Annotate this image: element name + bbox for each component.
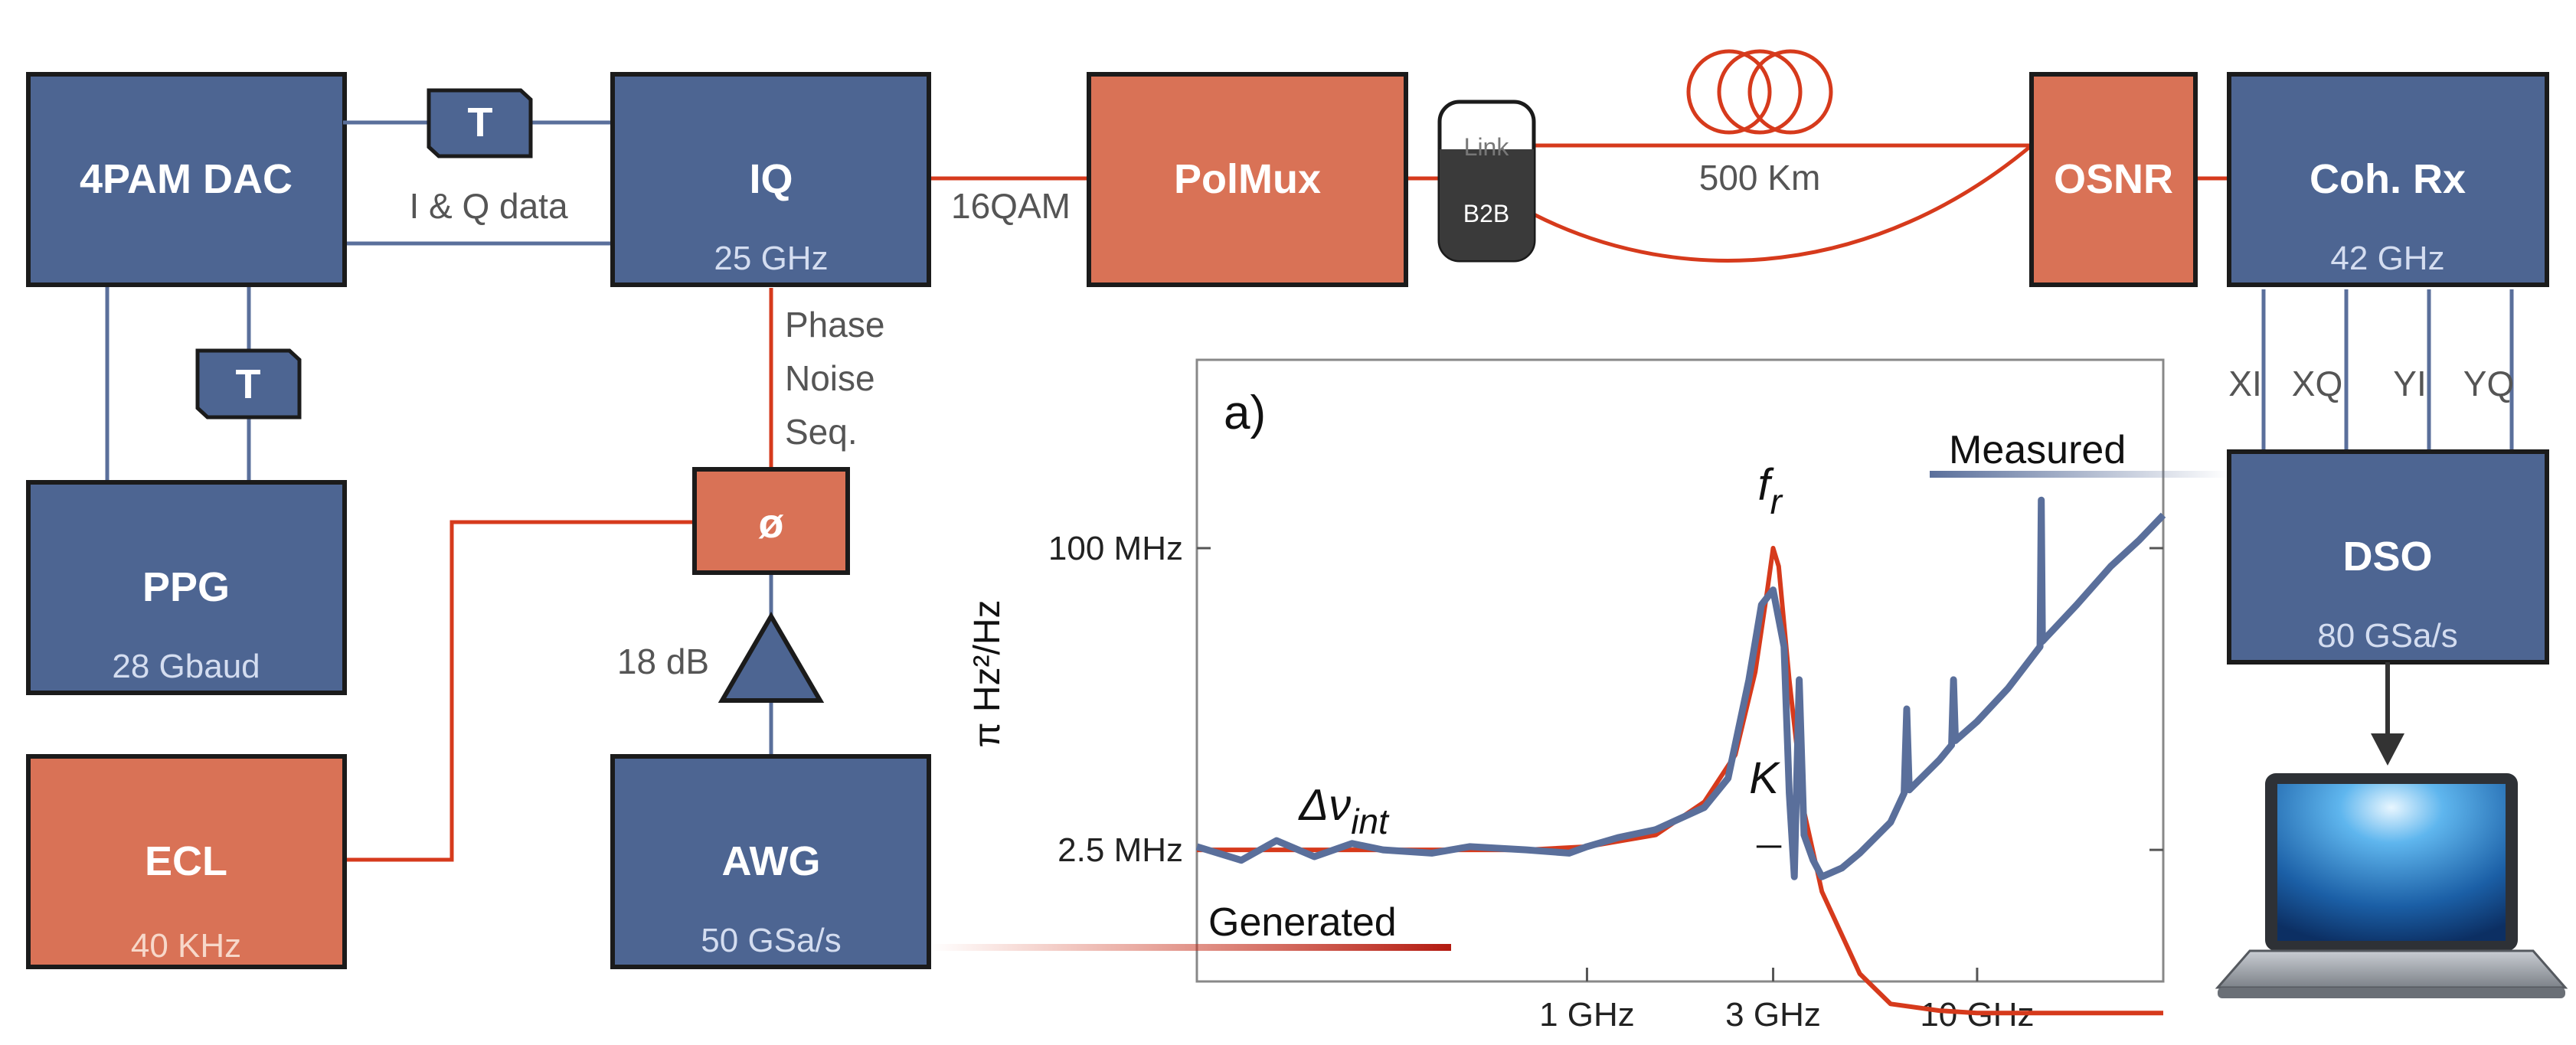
modulation-label: 16QAM (951, 186, 1071, 226)
yq-label: YQ (2463, 364, 2514, 403)
block-iq-modulator: IQ 25 GHz (610, 72, 931, 287)
switch-link-label: Link (1464, 133, 1510, 161)
switch-b2b-label: B2B (1463, 200, 1509, 227)
chart-panel-label: a) (1224, 387, 1266, 439)
block-awg: AWG 50 GSa/s (610, 754, 931, 969)
y-tick-label: 100 MHz (1048, 530, 1183, 567)
chart-frame (1195, 358, 2165, 983)
xi-label: XI (2228, 364, 2261, 403)
phase-noise-label-2: Noise (785, 358, 875, 398)
xq-label: XQ (2292, 364, 2342, 403)
awg-rate: 50 GSa/s (701, 922, 841, 959)
phase-noise-label-3: Seq. (785, 412, 858, 452)
ppg-title: PPG (142, 564, 230, 610)
ecl-phase-link (343, 520, 695, 862)
delay-symbol-left: T (236, 361, 261, 407)
dso-title: DSO (2342, 534, 2432, 580)
link-b2b-switch: Link B2B (1437, 100, 1536, 263)
chart-series (1195, 496, 2166, 1016)
chart-annotation: K (1749, 753, 1780, 803)
delay-symbol-top: T (468, 100, 493, 145)
b2b-path (1532, 144, 2033, 263)
series-line-measured (1195, 496, 2166, 880)
phase-shifter-symbol: ø (759, 501, 784, 547)
cohrx-title: Coh. Rx (2310, 156, 2466, 202)
awg-title: AWG (722, 838, 821, 884)
block-polmux: PolMux (1087, 72, 1408, 287)
block-4pam-dac: 4PAM DAC (26, 72, 347, 287)
amplifier-triangle-icon (718, 612, 825, 703)
fiber-spool-icon (1686, 49, 1833, 135)
x-tick-label: 1 GHz (1539, 996, 1635, 1034)
ecl-linewidth: 40 KHz (131, 927, 241, 965)
connection-lines (105, 120, 2514, 862)
generated-callout-line (930, 944, 1451, 951)
iq-bandwidth: 25 GHz (714, 240, 828, 277)
ecl-title: ECL (145, 838, 227, 884)
ppg-rate: 28 Gbaud (112, 648, 260, 685)
measured-label: Measured (1949, 428, 2126, 472)
dso-rate: 80 GSa/s (2317, 617, 2457, 655)
fiber-length-label: 500 Km (1699, 158, 1821, 198)
series-line-generated (1197, 546, 2163, 1016)
iq-title: IQ (749, 156, 793, 202)
dac-title: 4PAM DAC (80, 156, 293, 202)
cohrx-bandwidth: 42 GHz (2330, 240, 2444, 277)
phase-noise-label-1: Phase (785, 305, 884, 345)
delay-element-icon: T (195, 348, 302, 420)
delay-element-icon: T (343, 88, 533, 158)
y-tick-label: 2.5 MHz (1058, 831, 1183, 869)
block-coherent-receiver: Coh. Rx 42 GHz (2227, 72, 2549, 287)
arrow-down-icon (2371, 662, 2404, 766)
block-ecl: ECL 40 KHz (26, 754, 347, 969)
block-dso: DSO 80 GSa/s (2227, 449, 2549, 665)
x-tick-label: 3 GHz (1725, 996, 1821, 1034)
block-ppg: PPG 28 Gbaud (26, 480, 347, 695)
block-osnr: OSNR (2029, 72, 2198, 287)
yi-label: YI (2393, 364, 2426, 403)
measured-callout-line (1930, 471, 2228, 478)
block-phase-shifter: ø (692, 467, 850, 575)
osnr-title: OSNR (2054, 156, 2173, 202)
chart-y-axis-label: π Hz²/Hz (967, 599, 1008, 747)
polmux-title: PolMux (1174, 156, 1321, 202)
amplifier-gain-label: 18 dB (617, 642, 709, 681)
laptop-icon (2215, 773, 2568, 998)
iq-data-label: I & Q data (409, 186, 568, 226)
generated-label: Generated (1208, 900, 1397, 945)
